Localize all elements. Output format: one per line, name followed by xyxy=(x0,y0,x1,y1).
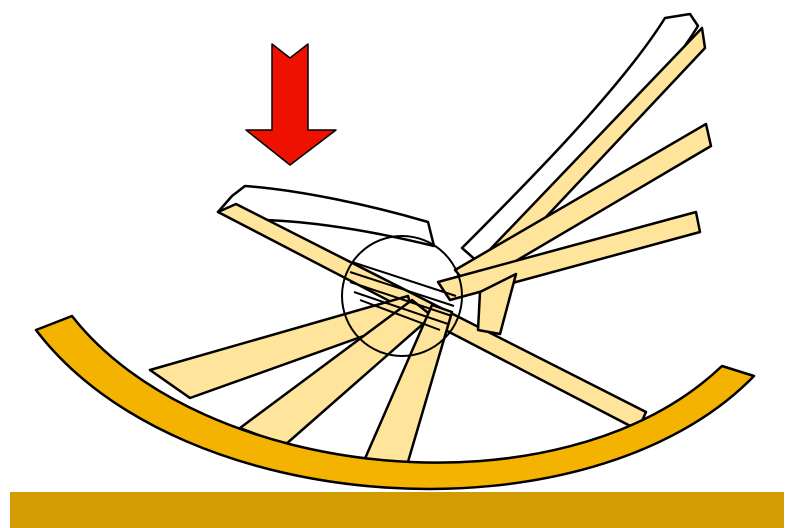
down-arrow-icon xyxy=(246,44,336,165)
back-sticks xyxy=(438,28,711,300)
floor xyxy=(10,492,784,528)
